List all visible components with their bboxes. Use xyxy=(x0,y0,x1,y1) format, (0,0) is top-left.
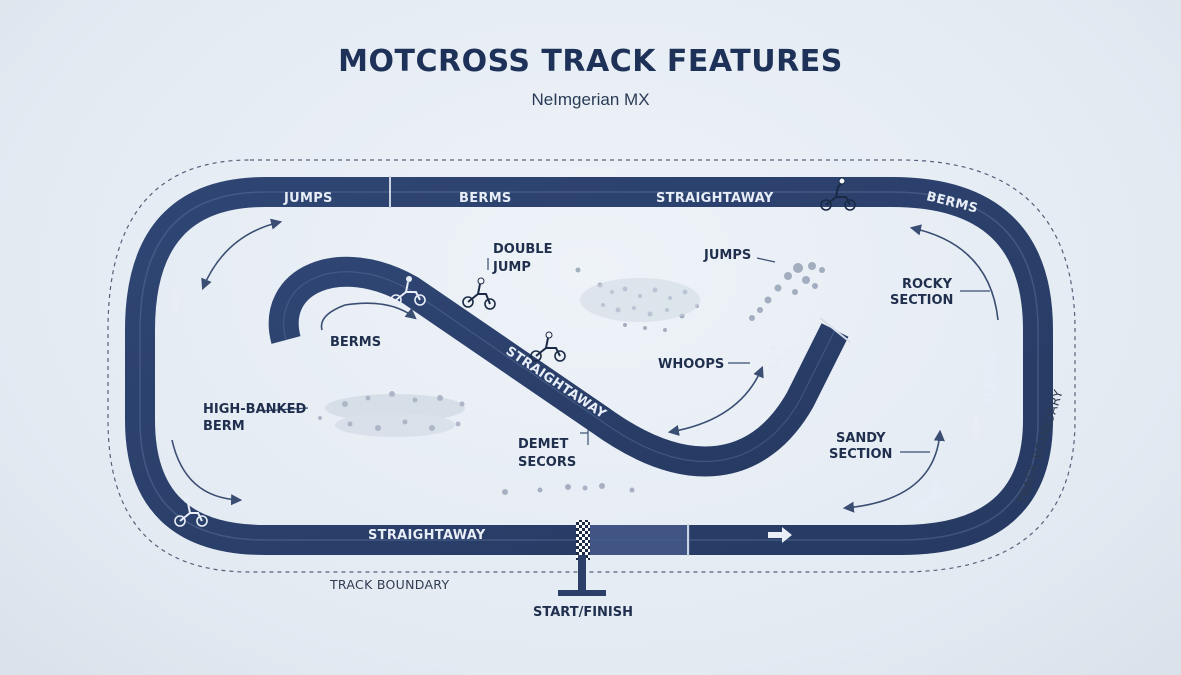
track-label-straightaway-inner: STRAIGHTAWAY xyxy=(503,344,609,422)
callout-double-jump-line1: DOUBLE xyxy=(493,242,552,257)
rider-icon-inner-2 xyxy=(530,331,566,362)
track-label-straightaway-top: STRAIGHTAWAY xyxy=(656,191,774,206)
callout-rocky-line1: ROCKY xyxy=(902,277,953,292)
rider-icon-bottom-right xyxy=(914,481,946,512)
callout-sandy-line2: SECTION xyxy=(829,447,892,462)
leader-lines xyxy=(261,257,990,453)
track-boundary-label-bottom: TRACK BOUNDARY xyxy=(329,577,449,592)
callout-whoops: WHOOPS xyxy=(658,357,724,372)
track-label-berms-top: BERMS xyxy=(459,191,512,206)
callout-demet-line1: DEMET xyxy=(518,437,568,452)
direction-arrow-right-icon xyxy=(768,527,792,543)
callout-arrows xyxy=(171,218,999,513)
track-label-beheh: BEHEH xyxy=(981,352,996,403)
callout-demet-line2: SECORS xyxy=(518,455,576,470)
callout-double-jump-line2: JUMP xyxy=(492,260,531,275)
diagram-subtitle: NeImgerian MX xyxy=(531,90,650,109)
track-label-jumps-top: JUMPS xyxy=(283,191,333,206)
sand-terrain xyxy=(318,278,700,437)
rider-icon-whoops xyxy=(768,345,796,376)
callout-high-banked-line1: HIGH-BANKED xyxy=(203,402,306,417)
callout-berms-inner: BERMS xyxy=(330,335,381,350)
straightaway-bottom-light-segment xyxy=(590,525,690,555)
callout-sandy-line1: SANDY xyxy=(836,431,886,446)
rider-icon-top-right xyxy=(820,177,856,211)
diagram-title: MOTCROSS TRACK FEATURES xyxy=(338,44,843,79)
callout-jumps-inner: JUMPS xyxy=(703,248,751,263)
direction-arrow-up-icon xyxy=(168,290,182,312)
rider-icon-inner-1 xyxy=(390,276,426,306)
start-finish-post xyxy=(558,555,606,596)
start-finish-checkered-line xyxy=(576,520,590,560)
callout-rocky-line2: SECTION xyxy=(890,293,953,308)
rider-icon-double-jump xyxy=(462,277,496,310)
track-label-straightaway-bottom: STRAIGHTAWAY xyxy=(368,528,486,543)
outer-track xyxy=(125,177,1053,555)
track-boundary xyxy=(107,159,1076,573)
callout-high-banked-line2: BERM xyxy=(203,419,245,434)
start-finish-label: START/FINISH xyxy=(533,605,633,620)
demet-terrain xyxy=(502,483,635,495)
rider-icon-bottom-left xyxy=(174,497,208,527)
